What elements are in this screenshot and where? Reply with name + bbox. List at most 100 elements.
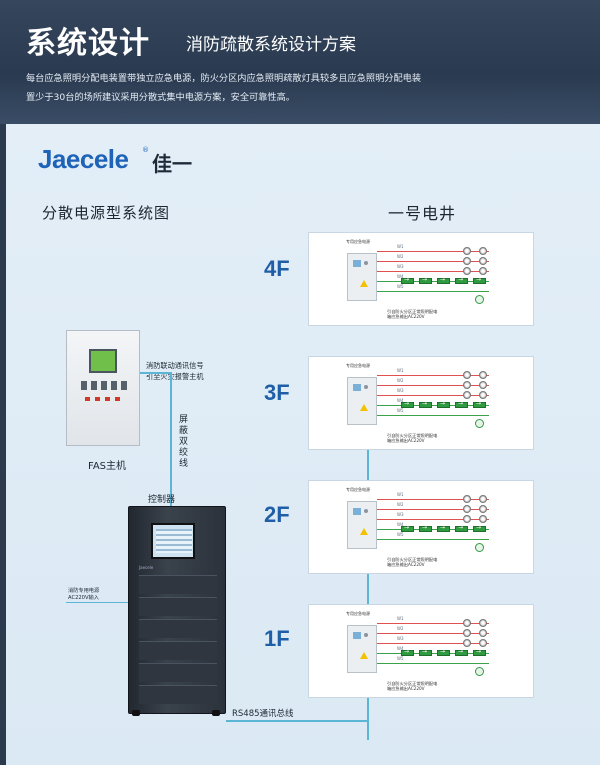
emergency-lamp-icon: [479, 515, 487, 523]
rack-panel: [139, 597, 217, 616]
cabinet-screen: [353, 632, 361, 639]
screen-content: [156, 529, 192, 553]
logo-wordmark: Jaecele: [38, 144, 129, 174]
distribution-cabinet: [347, 501, 377, 549]
emergency-lamp-icon: [479, 391, 487, 399]
circuit-line: [377, 499, 489, 500]
circuit-line: [377, 385, 489, 386]
circuit-label: W3: [397, 388, 404, 393]
emergency-lamp-icon: [463, 257, 471, 265]
floor-card-4f: 专用应急电源 W1 W2 W3 W4 W5 引自防火分区正常照明配电 箱应急输出…: [308, 232, 534, 326]
cabinet-indicator: [364, 509, 368, 513]
intro-line-2: 置少于30台的场所建议采用分散式集中电源方案，安全可靠性高。: [26, 92, 295, 103]
intro-text: 每台应急照明分配电装置带独立应急电源，防火分区内应急照明疏散灯具较多且应急照明分…: [26, 69, 586, 107]
emergency-lamp-icon: [463, 267, 471, 275]
circuit-line: [377, 633, 489, 634]
signal-wire: [140, 372, 172, 374]
warning-icon: [360, 280, 368, 287]
circuit-label: W5: [397, 284, 404, 289]
emergency-lamp-icon: [463, 619, 471, 627]
registered-mark: ®: [142, 146, 149, 154]
intro-line-1: 每台应急照明分配电装置带独立应急电源，防火分区内应急照明疏散灯具较多且应急照明分…: [26, 73, 422, 84]
floor-label-2f: 2F: [264, 502, 290, 527]
emergency-lamp-icon: [463, 639, 471, 647]
controller-cabinet: Jaecele: [128, 506, 226, 714]
signal-line: 引至火灾报警主机: [146, 372, 204, 381]
note-line: 引自防火分区正常照明配电: [387, 681, 438, 686]
page-subtitle: 消防疏散系统设计方案: [186, 35, 356, 55]
emergency-lamp-icon: [463, 515, 471, 523]
ac-line: 消防专用电源: [68, 588, 100, 594]
rack-panel: [139, 619, 217, 638]
exit-circuit-line: [377, 281, 489, 282]
note-line: 引自防火分区正常照明配电: [387, 309, 438, 314]
circuit-line: [377, 271, 489, 272]
cabinet-indicator: [364, 385, 368, 389]
exit-sign-icon: [401, 524, 414, 532]
circuit-label: W5: [397, 408, 404, 413]
fas-host-panel: [66, 330, 140, 446]
exit-sign-icon: [455, 276, 468, 284]
bus-segment: [367, 546, 369, 616]
emergency-lamp-icon: [463, 505, 471, 513]
cabinet-caption: 专用应急电源: [346, 363, 370, 368]
circuit-line: [377, 375, 489, 376]
exit-circuit-line: [377, 539, 489, 540]
fas-indicator: [115, 397, 120, 401]
power-source-note: 引自防火分区正常照明配电 箱应急输出AC220V: [387, 681, 437, 691]
rack-caster: [132, 710, 140, 716]
circuit-label: W1: [397, 616, 404, 621]
rack-caster: [212, 710, 220, 716]
cable-label: 屏蔽双绞线: [179, 415, 189, 469]
rack-panel: [139, 575, 217, 594]
distribution-cabinet: [347, 377, 377, 425]
ac-input-wire: [66, 602, 128, 603]
exit-sign-icon: [419, 648, 432, 656]
page-title: 系统设计: [26, 26, 150, 61]
fas-indicator: [105, 397, 110, 401]
emergency-lamp-icon: [479, 639, 487, 647]
emergency-lamp-icon: [479, 495, 487, 503]
warning-icon: [360, 528, 368, 535]
exit-sign-icon: [419, 276, 432, 284]
exit-circuit-line: [377, 415, 489, 416]
circuit-label: W1: [397, 244, 404, 249]
circuit-label: W3: [397, 512, 404, 517]
circuit-line: [377, 251, 489, 252]
emergency-lamp-icon: [463, 495, 471, 503]
distribution-cabinet: [347, 253, 377, 301]
floor-label-1f: 1F: [264, 626, 290, 651]
exit-sign-icon: [437, 276, 450, 284]
circuit-label: W2: [397, 254, 404, 259]
floor-label-4f: 4F: [264, 256, 290, 281]
emergency-lamp-icon: [479, 381, 487, 389]
rs485-bus-wire: [226, 720, 369, 722]
circuit-line: [377, 623, 489, 624]
circuit-line: [377, 395, 489, 396]
exit-sign-icon: [473, 648, 486, 656]
fas-indicator: [95, 397, 100, 401]
exit-sign-icon: [455, 648, 468, 656]
diagram-title: 分散电源型系统图: [42, 204, 171, 222]
ac-input-note: 消防专用电源 AC220V输入: [68, 588, 99, 602]
cabinet-screen: [353, 384, 361, 391]
distribution-cabinet: [347, 625, 377, 673]
emergency-lamp-icon: [479, 371, 487, 379]
emergency-lamp-icon: [463, 381, 471, 389]
fas-button: [81, 381, 87, 390]
circuit-label: W1: [397, 492, 404, 497]
cabinet-screen: [353, 260, 361, 267]
exit-sign-icon: [401, 400, 414, 408]
note-line: 引自防火分区正常照明配电: [387, 433, 438, 438]
circuit-label: W4: [397, 274, 404, 279]
emergency-lamp-icon: [463, 247, 471, 255]
circuit-label: W2: [397, 626, 404, 631]
note-line: 箱应急输出AC220V: [387, 686, 425, 691]
circuit-label: W3: [397, 636, 404, 641]
power-source-note: 引自防火分区正常照明配电 箱应急输出AC220V: [387, 309, 437, 319]
emergency-lamp-icon: [463, 629, 471, 637]
floor-label-3f: 3F: [264, 380, 290, 405]
signal-wire: [170, 372, 172, 506]
signal-line: 消防联动通讯信号: [146, 361, 204, 370]
exit-circuit-line: [377, 529, 489, 530]
